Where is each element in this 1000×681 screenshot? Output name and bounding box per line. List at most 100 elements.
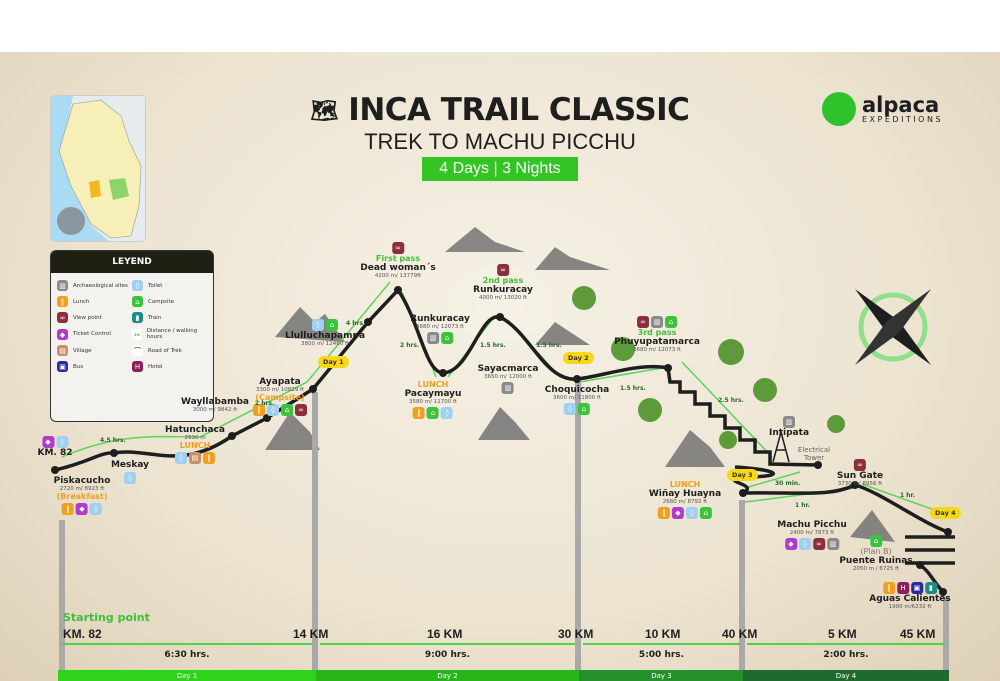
brand-name: alpaca [862,92,940,117]
toilet-icon: ◊ [686,507,698,519]
location-name: Meskay [110,460,150,470]
location-note: (Campsite) [255,393,305,402]
km-marker: 14 KM [293,627,329,641]
location-note: (Plan B) [860,547,892,556]
location-elevation: 2050 m / 6725 ft [852,566,900,572]
day-markers-poles [59,382,949,681]
location-note: LUNCH [669,480,701,489]
location-intipata[interactable]: ▥Intipata [769,414,809,438]
legend-item: ◊Toilet [132,280,207,291]
location-km-82[interactable]: ◆◊KM. 82 [37,434,73,458]
location-name: Puente Ruinas [839,556,913,566]
legend-item-label: Distance / walking hours [146,328,198,340]
amenity-icons: ∞ [473,264,533,276]
location-elevation: 3650 m/ 12000 ft [484,374,532,380]
hotel-icon: H [132,361,143,372]
day-marker-tag: Day 3 [727,469,758,481]
legend-item-label: Ticket Control [73,331,111,337]
location-elevation: 2930 m [184,435,206,441]
amenity-icons: ▥⌂ [410,332,470,344]
day-bar-4[interactable]: Day 4 [743,670,949,681]
legend-item: ▥Archaeological sites [57,280,132,291]
amenity-icons: ∞▥⌂ [614,316,700,328]
location-note: 3rd pass [637,328,677,337]
day-marker-tag: Day 4 [930,507,961,519]
tree-illustrations [572,286,845,449]
distance-icon: ↔ [132,328,142,340]
legend-title: LEYEND [51,251,213,273]
location-name: Electrical Tower [797,446,831,462]
campsite-icon: ⌂ [326,319,338,331]
walking-time-label: 1.5 hrs. [480,342,506,349]
legend-item-label: Lunch [73,298,90,305]
location-name: Hatunchaca [165,425,225,435]
walking-time-label: 1.5 hrs. [620,385,646,392]
village-icon: ▤ [57,345,68,356]
km-marker: 30 KM [558,627,594,641]
amenity-icons: ▥ [478,382,539,394]
toilet-icon: ◊ [441,407,453,419]
day-bar-3[interactable]: Day 3 [579,670,744,681]
ticket-icon: ◆ [784,538,797,550]
brand-logo[interactable]: alpaca EXPEDITIONS [822,92,943,126]
campsite-icon: ⌂ [281,404,293,416]
trail-nodes [51,286,952,596]
walking-time-label: 2 hrs. [400,342,420,349]
toilet-icon: ◊ [174,452,187,464]
bus-icon: ▣ [910,582,923,594]
location-elevation: 2680 m/ 8792 ft [662,499,708,505]
toilet-icon: ◊ [89,503,102,515]
legend-item: ▤Village [57,345,132,356]
campsite-icon: ⌂ [132,296,143,307]
location-note: (Breakfast) [56,492,108,501]
legend-item-label: View point [73,314,102,321]
hotel-icon: H [896,582,909,594]
title-text: INCA TRAIL CLASSIC [348,92,690,128]
location-electrical-tower[interactable]: Electrical Tower [794,446,834,462]
location-elevation: 3680 m/ 12073 ft [633,347,681,353]
day-bar-2[interactable]: Day 2 [316,670,579,681]
amenity-icons: ‖◆◊⌂ [649,507,721,519]
legend: LEYEND ▥Archaeological sites◊Toilet‖Lunc… [50,250,214,422]
segment-duration: 9:00 hrs. [424,650,471,660]
distance-arrow [747,643,945,645]
legend-item: ◆Ticket Control [57,328,132,340]
lunch-icon: ‖ [202,452,215,464]
location-elevation: 2400 m/ 7873 ft [789,530,835,536]
viewpoint-icon: ∞ [295,404,307,416]
day-marker-tag: Day 2 [563,352,594,364]
toilet-icon: ◊ [312,319,324,331]
village-icon: ▤ [188,452,201,464]
segment-duration: 5:00 hrs. [638,650,685,660]
toilet-icon: ◊ [123,472,136,484]
location-name: Aguas Calientes [869,594,951,604]
legend-item: ‖Lunch [57,296,132,307]
day-bar-1[interactable]: Day 1 [58,670,316,681]
page-subtitle: TREK TO MACHU PICCHU [364,129,636,154]
location-meskay[interactable]: Meskay ◊ [111,460,149,484]
location-name: Choquicocha [544,385,610,395]
archaeological-icon: ▥ [57,280,68,291]
legend-grid: ▥Archaeological sites◊Toilet‖Lunch⌂Camps… [51,273,213,379]
walking-time-label: 1 hr. [795,502,810,509]
km-marker: 10 KM [645,627,681,641]
location-elevation: 3600 m/ 11800 ft [553,395,601,401]
